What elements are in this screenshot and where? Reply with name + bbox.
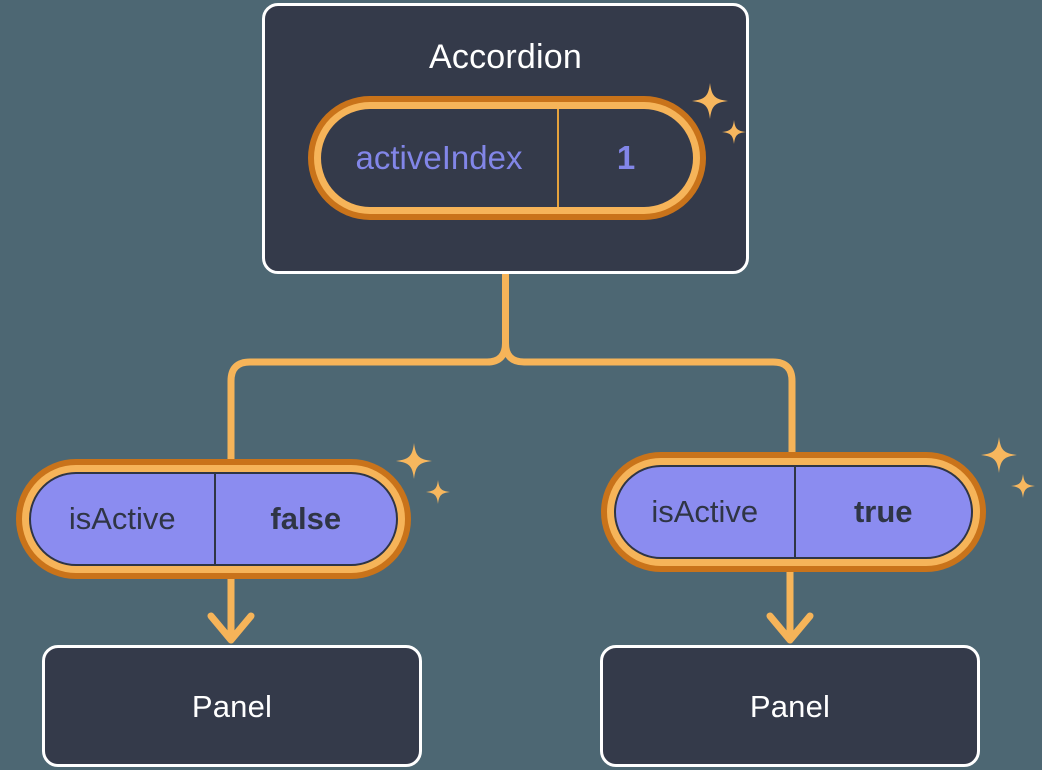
arrowhead-left: [207, 612, 255, 644]
state-key-is-active-right: isActive: [616, 467, 796, 557]
component-node-panel-left[interactable]: Panel: [42, 645, 422, 767]
state-pill-is-active-left[interactable]: isActive false: [16, 459, 411, 579]
sparkle-large-icon: [981, 437, 1017, 473]
edge-root-to-right: [502, 339, 796, 459]
state-pill-body: isActive false: [29, 472, 398, 566]
state-pill-inner-ring: activeIndex 1: [314, 102, 700, 214]
arrowhead-right: [766, 612, 814, 644]
component-title-panel-right: Panel: [749, 689, 831, 724]
state-pill-body: activeIndex 1: [321, 109, 693, 207]
state-value-is-active-left: false: [270, 501, 342, 536]
sparkle-small-icon: [1011, 474, 1035, 498]
state-pill-inner-ring: isActive true: [607, 458, 980, 566]
state-value-is-active-right: true: [853, 494, 913, 529]
sparkle-marker-right: [979, 437, 1041, 512]
state-pill-body: isActive true: [614, 465, 973, 559]
state-pill-inner-ring: isActive false: [22, 465, 405, 573]
component-title-accordion: Accordion: [429, 38, 582, 76]
component-title-panel-left: Panel: [191, 689, 273, 724]
state-key-is-active-left: isActive: [31, 474, 216, 564]
component-node-panel-right[interactable]: Panel: [600, 645, 980, 767]
state-pill-is-active-right[interactable]: isActive true: [601, 452, 986, 572]
sparkle-small-icon: [426, 480, 450, 504]
state-key-active-index: activeIndex: [321, 109, 559, 207]
sparkle-large-icon: [396, 443, 432, 479]
state-pill-active-index[interactable]: activeIndex 1: [308, 96, 706, 220]
edge-root-to-left: [227, 339, 509, 466]
state-value-active-index: 1: [616, 139, 636, 176]
